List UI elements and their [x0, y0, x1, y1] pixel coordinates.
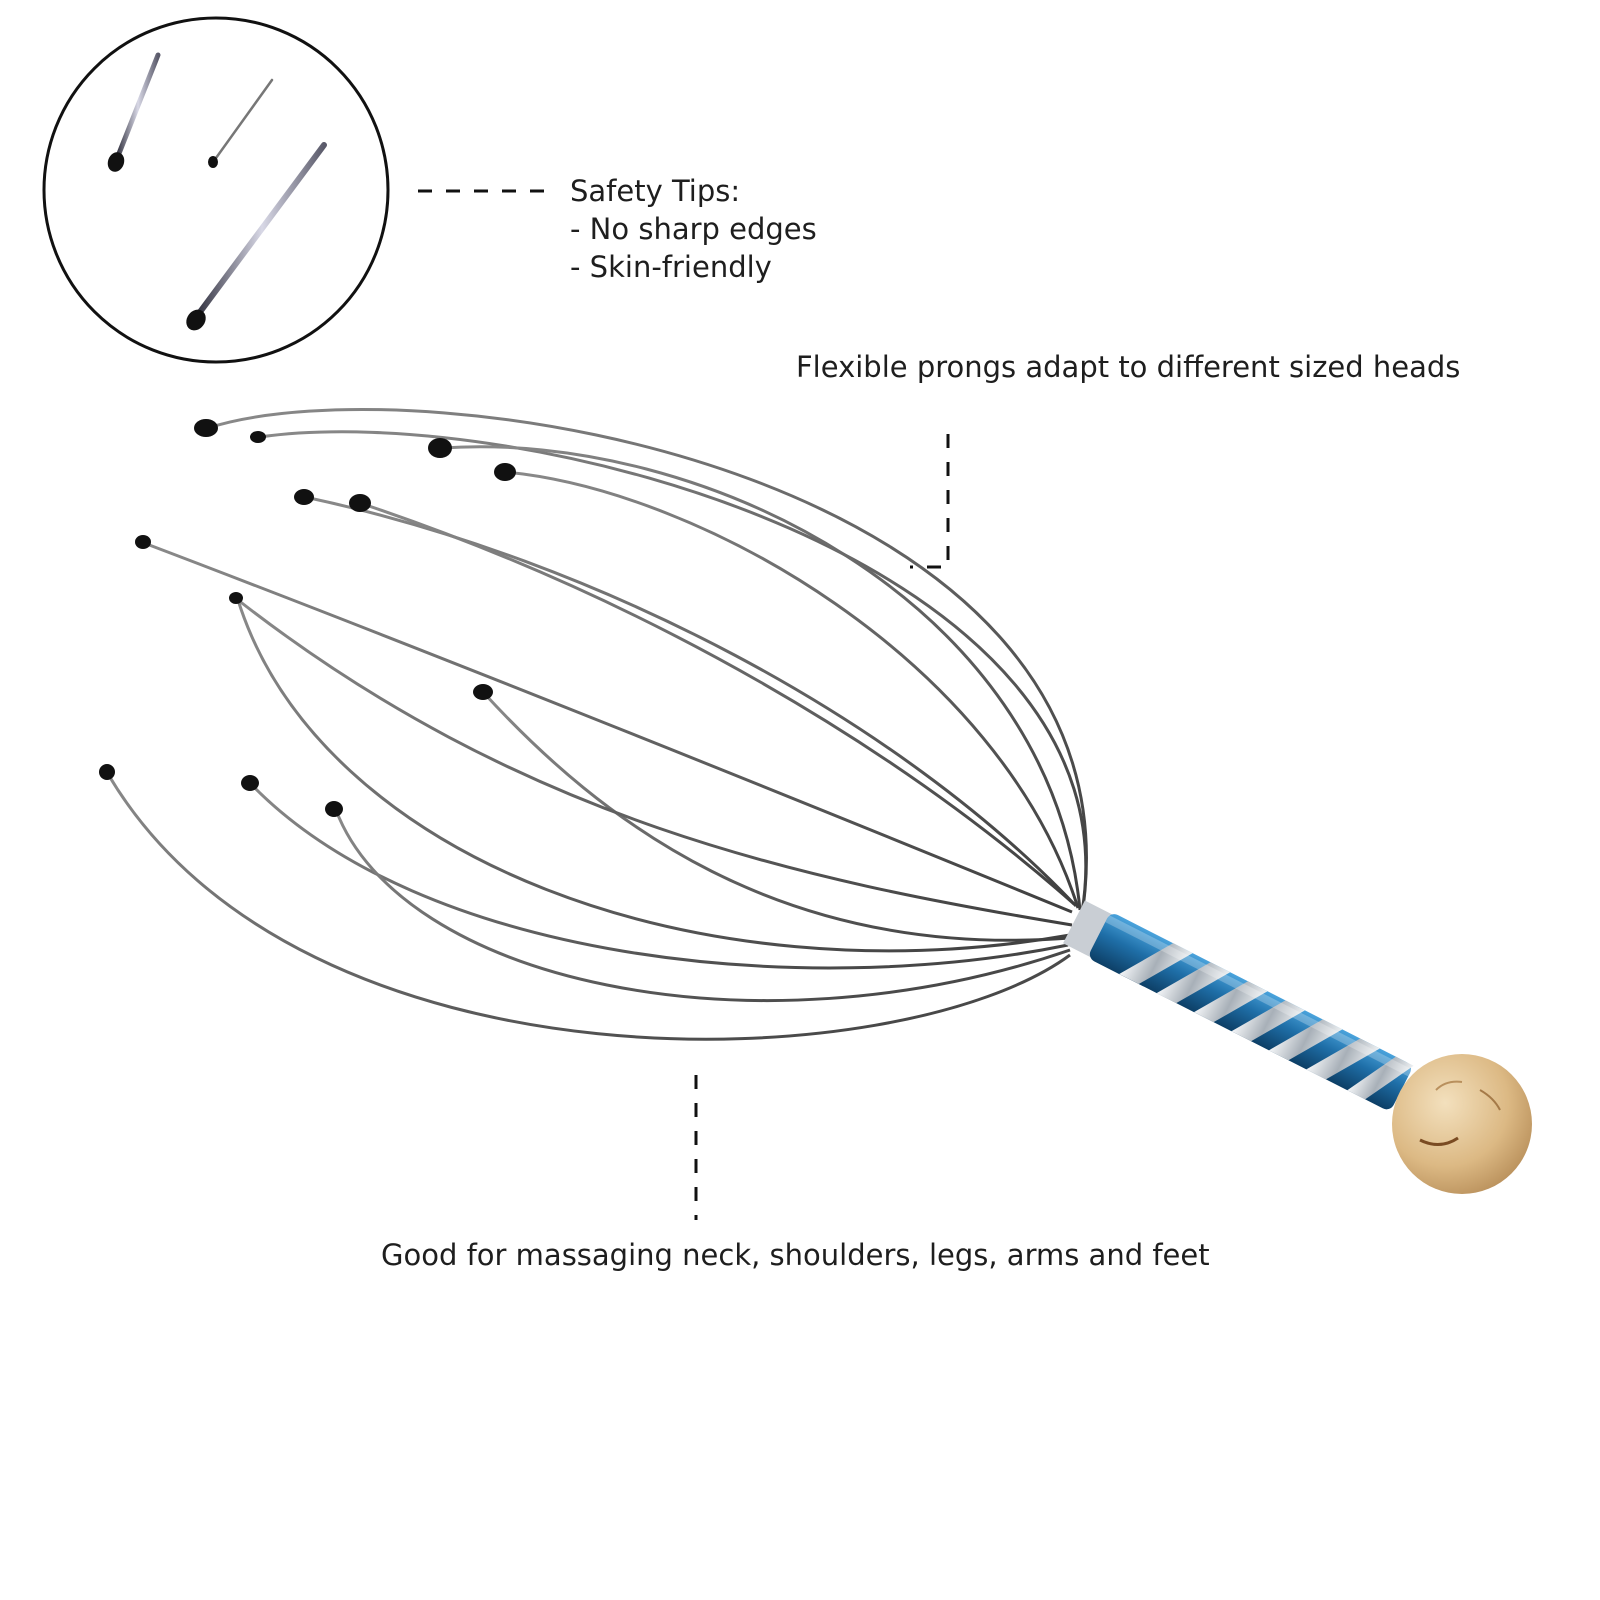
- magnified-tip-2: [208, 78, 274, 168]
- blue-handle: [1063, 900, 1414, 1110]
- safety-tip-item: - No sharp edges: [570, 212, 817, 246]
- wire-prongs: [106, 408, 1088, 1041]
- good-for-callout: Good for massaging neck, shoulders, legs…: [381, 1238, 1210, 1272]
- magnified-tip-3: [186, 142, 327, 331]
- prong-tips: [99, 419, 516, 817]
- handle-spiral: [1119, 943, 1414, 1100]
- magnified-tip-1: [107, 52, 161, 172]
- flex-connector: [910, 434, 950, 569]
- dashed-connectors: [418, 189, 950, 1220]
- wooden-knob: [1392, 1054, 1532, 1194]
- safety-tip-item: - Skin-friendly: [570, 250, 772, 284]
- magnifier-circle: [42, 16, 390, 364]
- flexible-prongs-callout: Flexible prongs adapt to different sized…: [796, 350, 1461, 384]
- safety-tips-title: Safety Tips:: [570, 174, 741, 208]
- safety-tips-callout: Safety Tips: - No sharp edges - Skin-fri…: [570, 172, 817, 286]
